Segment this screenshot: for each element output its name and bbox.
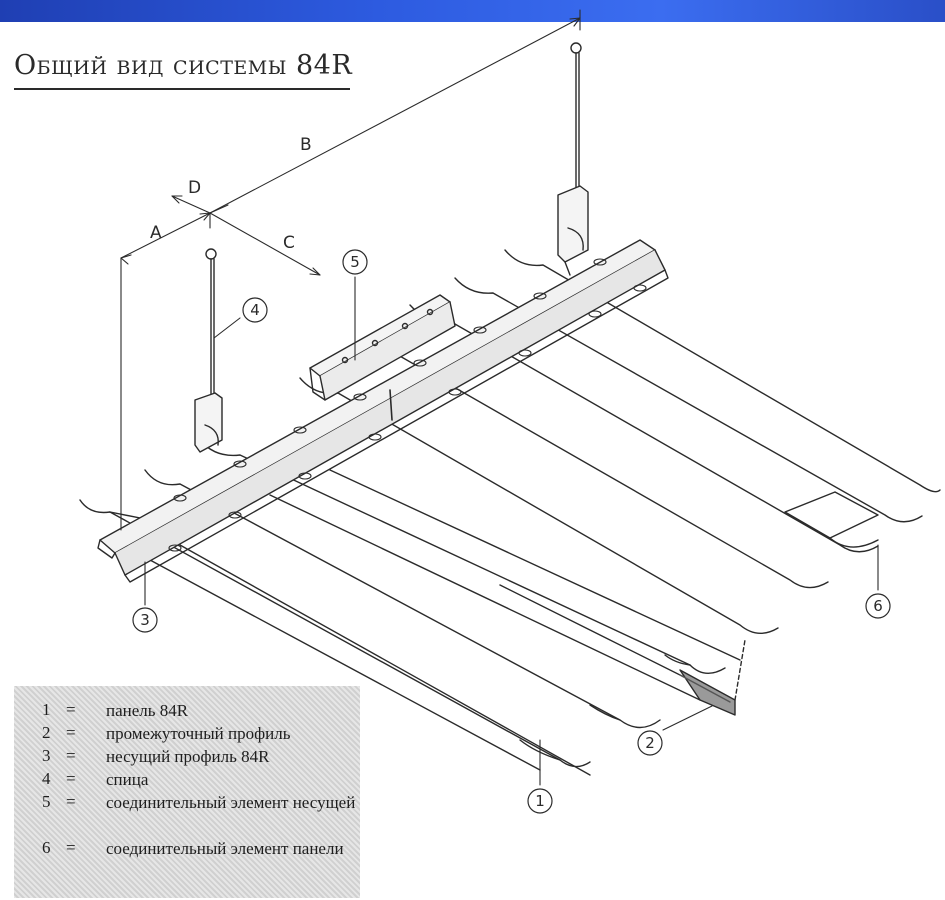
carrier-profile [97, 239, 669, 583]
legend-item: 2 = промежуточный профиль [42, 723, 291, 743]
legend-item: 5 = соединительный элемент несущей [42, 792, 356, 812]
svg-text:6: 6 [873, 597, 883, 615]
title-underline [14, 88, 350, 90]
callout-5: 5 [342, 249, 368, 275]
carrier-connector [309, 294, 456, 401]
legend-box: 1 = панель 84R 2 = промежуточный профиль… [14, 686, 360, 898]
panel-strip [199, 439, 726, 674]
legend-item: 3 = несущий профиль 84R [42, 746, 270, 766]
panel-strip [144, 469, 661, 729]
legend-item: 6 = соединительный элемент панели [42, 838, 344, 858]
ceiling-panels [79, 249, 941, 776]
dimension-label-c: C [283, 233, 295, 253]
page-title: Общий вид системы 84R [14, 50, 353, 81]
legend-item: 4 = спица [42, 769, 149, 789]
svg-text:1: 1 [535, 792, 545, 810]
dimension-label-a: A [150, 223, 162, 243]
callout-1: 1 [527, 788, 553, 814]
svg-text:4: 4 [250, 301, 260, 319]
svg-text:3: 3 [140, 611, 150, 629]
panel-connector [784, 491, 879, 548]
dimension-lines [120, 9, 879, 786]
callout-3: 3 [132, 607, 158, 633]
callout-4: 4 [242, 297, 268, 323]
dimension-label-b: B [300, 135, 312, 155]
dimension-label-d: D [188, 178, 201, 198]
suspension-rod-left [194, 248, 223, 453]
intermediate-profile [679, 639, 746, 716]
top-bar [0, 0, 945, 22]
panel-strip [299, 377, 779, 634]
panel-strip [454, 277, 923, 523]
svg-text:2: 2 [645, 734, 655, 752]
callout-2: 2 [637, 730, 663, 756]
legend-item: 1 = панель 84R [42, 700, 189, 720]
callout-6: 6 [865, 593, 891, 619]
suspension-rod-right [557, 42, 589, 276]
panel-strip [504, 249, 941, 493]
svg-text:5: 5 [350, 253, 360, 271]
